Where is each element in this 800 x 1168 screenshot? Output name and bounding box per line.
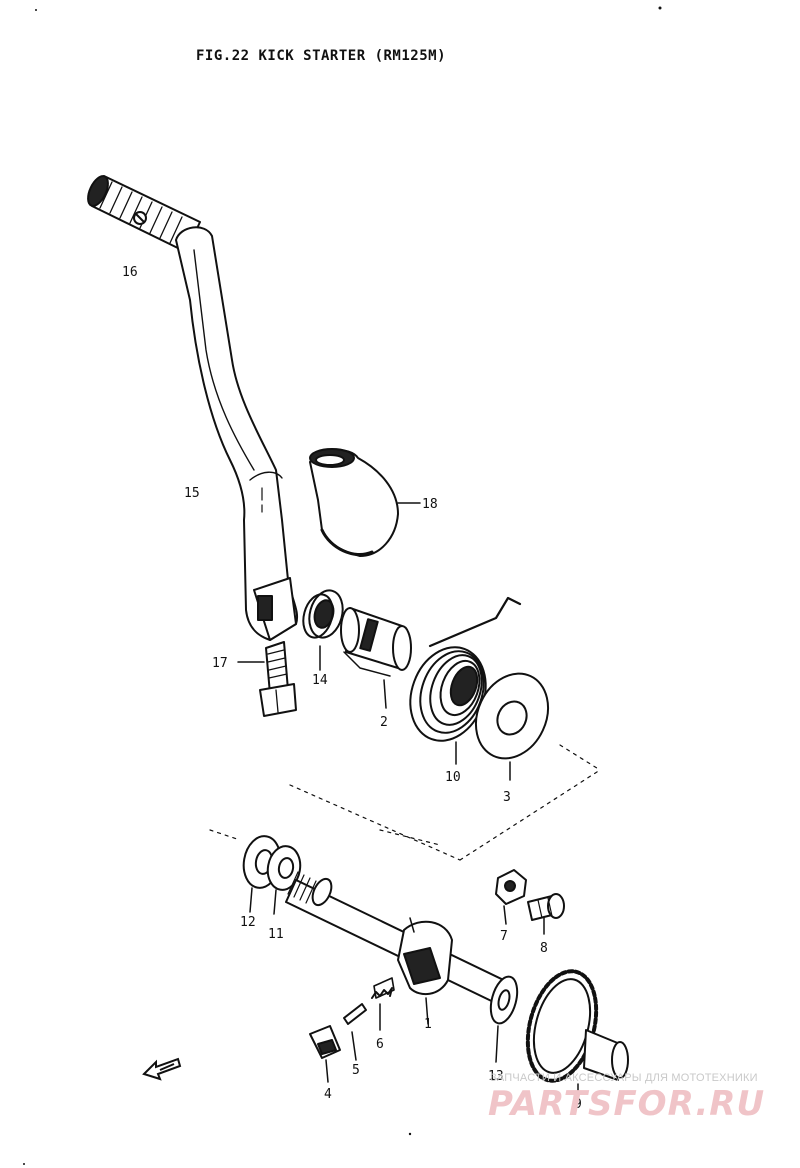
- part-6-spring: [371, 977, 395, 1031]
- part-14-oil-seal: [302, 589, 344, 671]
- callout-12: 12: [240, 915, 256, 930]
- callout-11: 11: [268, 927, 284, 942]
- part-17-bolt: [237, 641, 297, 717]
- part-15-kick-lever: [175, 226, 298, 641]
- part-7-stopper: [495, 869, 527, 925]
- part-2-spring-guide: [340, 607, 412, 709]
- part-1-kick-shaft: [285, 871, 517, 1025]
- callout-2: 2: [380, 715, 388, 730]
- callout-8: 8: [540, 941, 548, 956]
- callout-15: 15: [184, 486, 200, 501]
- front-direction-arrow-icon: [142, 1057, 182, 1081]
- part-4-pawl: [309, 1025, 341, 1083]
- alignment-dashed-lines-upper: [209, 744, 601, 861]
- watermark-brand: PARTSFOR.RU: [488, 1084, 766, 1124]
- part-8-bolt: [527, 893, 565, 935]
- callout-1: 1: [424, 1017, 432, 1032]
- callout-10: 10: [445, 770, 461, 785]
- part-18-kick-boot: [309, 448, 421, 557]
- callout-9: 9: [574, 1097, 582, 1112]
- callout-14: 14: [312, 673, 328, 688]
- watermark-caption: ЗАПЧАСТИ И АКСЕССУАРЫ ДЛЯ МОТОТЕХНИКИ: [490, 1072, 758, 1084]
- callout-7: 7: [500, 929, 508, 944]
- figure-title: FIG.22 KICK STARTER (RM125M): [196, 48, 447, 64]
- callout-18: 18: [422, 497, 438, 512]
- callout-6: 6: [376, 1037, 384, 1052]
- part-13-washer: [489, 975, 519, 1063]
- part-5-pin: [343, 1003, 367, 1061]
- part-9-kick-gear: [525, 969, 629, 1095]
- callout-16: 16: [122, 265, 138, 280]
- part-11-washer: [266, 845, 302, 915]
- callout-labels: 16 15 18 17 14 2 10 3 12 11 7 8 1 6 5 4 …: [122, 265, 582, 1112]
- part-3-washer: [475, 672, 549, 781]
- callout-13: 13: [488, 1069, 504, 1084]
- scan-specks: [23, 6, 662, 1165]
- part-10-kick-spring: [409, 596, 522, 765]
- callout-17: 17: [212, 656, 228, 671]
- callout-4: 4: [324, 1087, 332, 1102]
- callout-5: 5: [352, 1063, 360, 1078]
- callout-3: 3: [503, 790, 511, 805]
